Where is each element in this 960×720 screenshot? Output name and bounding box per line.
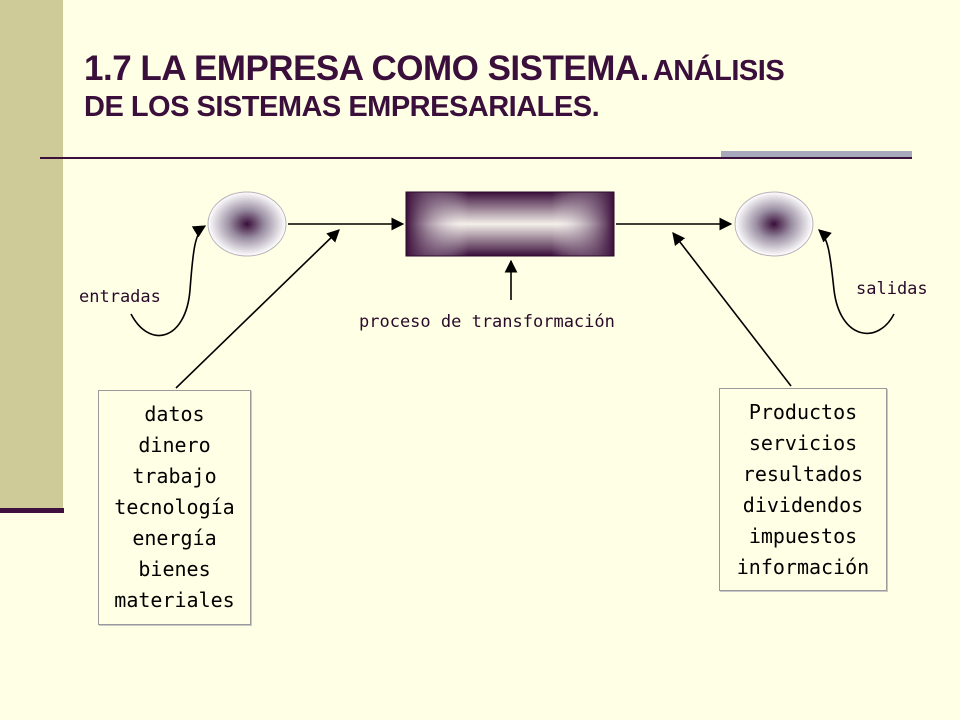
outputs-box: Productos servicios resultados dividendo…: [719, 388, 887, 591]
output-item: servicios: [748, 431, 858, 455]
arrow-inputs-box-to-orb: [175, 229, 340, 389]
curve-arrow-entradas: [130, 225, 207, 337]
curve-arrow-salidas: [818, 229, 895, 335]
title-part-1: 1.7 LA EMPRESA COMO SISTEMA.: [84, 49, 649, 88]
arrow-outputs-box-to-process: [672, 231, 792, 387]
salidas-label: salidas: [856, 279, 928, 299]
output-item: Productos: [748, 400, 858, 424]
input-item: tecnología: [114, 495, 235, 519]
input-item: materiales: [114, 588, 235, 612]
input-item: trabajo: [132, 464, 217, 488]
output-item: dividendos: [742, 493, 864, 517]
title-line-1: 1.7 LA EMPRESA COMO SISTEMA. ANÁLISIS: [84, 48, 904, 90]
output-item: impuestos: [748, 524, 858, 548]
title-line-2: DE LOS SISTEMAS EMPRESARIALES.: [84, 91, 600, 123]
entradas-label: entradas: [79, 287, 161, 307]
input-item: bienes: [138, 557, 211, 581]
process-block: [405, 191, 615, 257]
input-item: energía: [132, 526, 217, 550]
title-part-2: ANÁLISIS: [652, 55, 785, 87]
input-item: dinero: [138, 433, 211, 457]
input-orb: [207, 191, 287, 257]
output-item: resultados: [742, 462, 864, 486]
output-item: información: [736, 555, 870, 579]
title-underline: [40, 157, 912, 159]
left-sidebar-bar: [0, 0, 63, 508]
input-item: datos: [144, 402, 205, 426]
inputs-box: datos dinero trabajo tecnología energía …: [98, 390, 251, 625]
slide-title: 1.7 LA EMPRESA COMO SISTEMA. ANÁLISIS DE…: [84, 48, 904, 125]
proceso-label: proceso de transformación: [359, 312, 615, 332]
left-sidebar-accent-line: [0, 508, 64, 513]
title-underline-accent: [721, 151, 912, 157]
output-orb: [734, 191, 814, 257]
